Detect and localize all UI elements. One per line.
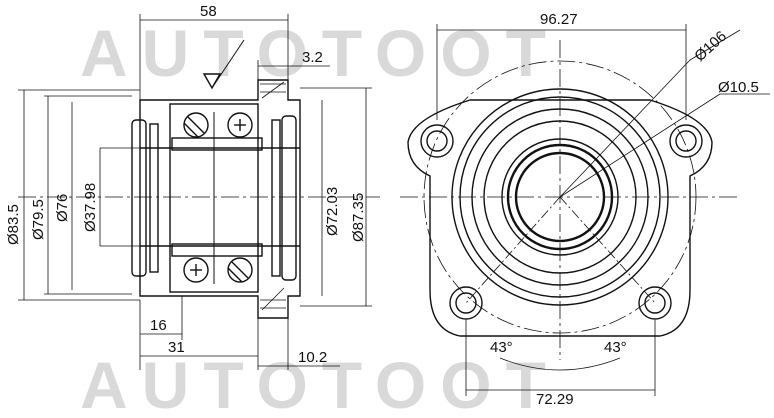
- dim-flange-thickness: 3.2: [302, 49, 323, 66]
- left-seal: [131, 119, 147, 277]
- ball-bottom-right: [227, 257, 253, 283]
- dim-angle-right: 43°: [604, 339, 627, 356]
- dim-pcd: Ø106: [691, 28, 730, 65]
- housing-outline: [139, 79, 301, 319]
- hub-ring-3: [471, 108, 649, 286]
- dim-angle-left: 43°: [490, 339, 513, 356]
- bolt-hole-left-lug: [420, 124, 454, 158]
- bolt-hole-bottom-left-lug: [449, 286, 483, 320]
- dim-d-outer: Ø83.5: [5, 204, 22, 245]
- dim-d-inner-race: Ø76: [54, 194, 71, 222]
- watermark-top: AUTOTOOT: [80, 16, 560, 90]
- dim-offset-10-2: 10.2: [298, 349, 327, 366]
- dim-d-seat: Ø79.5: [30, 199, 47, 240]
- ball-top-left: [183, 112, 209, 138]
- bolt-hole-right: [675, 130, 697, 152]
- bolt-hole-left: [426, 130, 448, 152]
- inner-race-bottom: [171, 243, 263, 257]
- dim-offset-16: 16: [150, 317, 167, 334]
- left-spacer: [149, 123, 159, 273]
- ball-top-right: [227, 112, 253, 138]
- watermark-bottom: AUTOTOOT: [80, 348, 560, 418]
- dim-offset-31: 31: [168, 339, 185, 356]
- dim-d-bore: Ø37.98: [82, 183, 99, 232]
- hub-ring-4: [483, 120, 637, 274]
- dim-d-pilot: Ø72.03: [324, 187, 341, 236]
- hub-ring-6: [506, 143, 614, 251]
- bore-circle: [514, 151, 606, 243]
- flange-body: [169, 103, 259, 293]
- right-seal: [281, 115, 297, 281]
- dim-d-flange: Ø87.35: [350, 193, 367, 242]
- bolt-hole-bottom-left: [455, 292, 477, 314]
- hub-ring-2: [459, 96, 661, 298]
- hub-ring-1: [451, 88, 669, 306]
- dim-bottom-width: 72.29: [536, 391, 574, 408]
- right-spacer: [271, 119, 281, 277]
- bolt-hole-right-lug: [669, 124, 703, 158]
- ball-bottom-left: [183, 257, 209, 283]
- section-view: [18, 39, 380, 319]
- bolt-hole-bottom-right-lug: [638, 286, 672, 320]
- front-view: [400, 40, 740, 360]
- flange-hatch: [260, 81, 286, 311]
- bolt-hole-bottom-right: [644, 292, 666, 314]
- section-dimensions: [18, 14, 372, 370]
- front-dimensions: [436, 24, 770, 396]
- flange-outline: [407, 99, 713, 337]
- dim-width-total: 58: [200, 3, 217, 20]
- bolt-circle: [423, 60, 697, 334]
- inner-race-top: [171, 137, 263, 151]
- hub-ring-5: [501, 138, 619, 256]
- dim-hole-dia: Ø10.5: [718, 79, 759, 96]
- dim-top-width: 96.27: [540, 11, 578, 28]
- surface-finish-symbol: [202, 73, 222, 90]
